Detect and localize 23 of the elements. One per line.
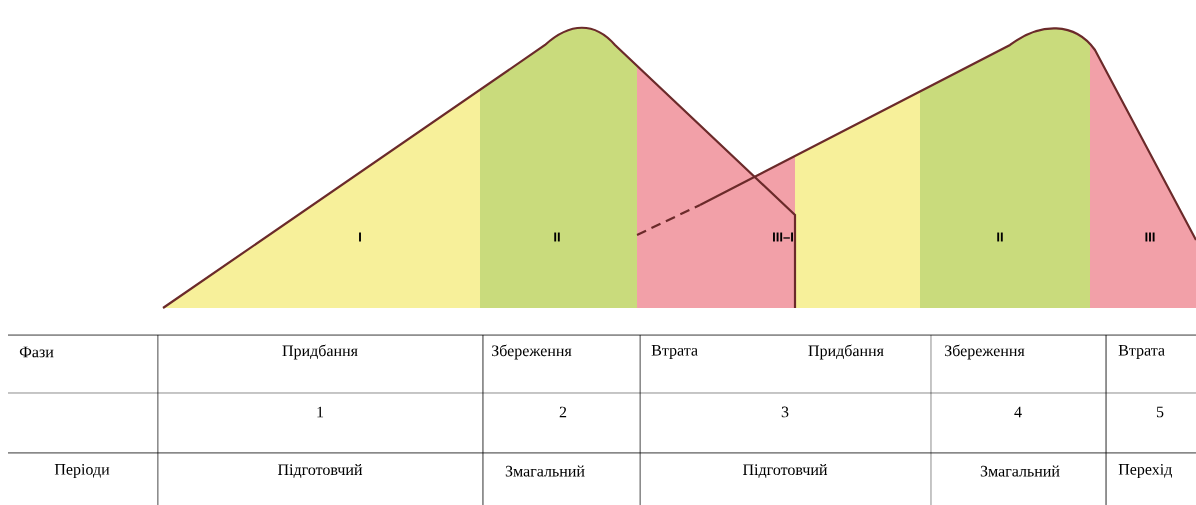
table-cell-text: Збереження	[944, 344, 1025, 360]
table-cell-text: Періоди	[54, 464, 110, 478]
table-cell-text: Підготовчий	[277, 463, 363, 478]
phase-numeral: II	[997, 232, 1003, 242]
table-cell-text: 5	[1156, 406, 1164, 418]
table-cell-text: 4	[1014, 406, 1022, 418]
table-cell-text: Змагальний	[980, 465, 1060, 477]
table-cell-text: Змагальний	[505, 465, 585, 477]
table-cell-text: Втрата	[651, 345, 698, 359]
table-cell-text: Фази	[19, 346, 54, 358]
table-cell-text: 1	[317, 406, 324, 418]
table-cell-text: Збереження	[491, 344, 572, 360]
table-cell-text: Перехід	[1118, 464, 1172, 478]
phase-numeral: I	[359, 232, 361, 242]
table-cell-text: Втрата	[1118, 345, 1165, 359]
phase-numeral: II	[554, 232, 560, 242]
table-cell-text: Підготовчий	[742, 463, 828, 478]
table-cell-text: Придбання	[808, 344, 884, 360]
table-cell-text: 2	[559, 406, 567, 418]
phase-numeral: III–I	[773, 232, 793, 242]
phase-numeral: III	[1145, 232, 1155, 242]
table-cell-text: 3	[781, 406, 789, 418]
table-cell-text: Придбання	[282, 344, 358, 360]
